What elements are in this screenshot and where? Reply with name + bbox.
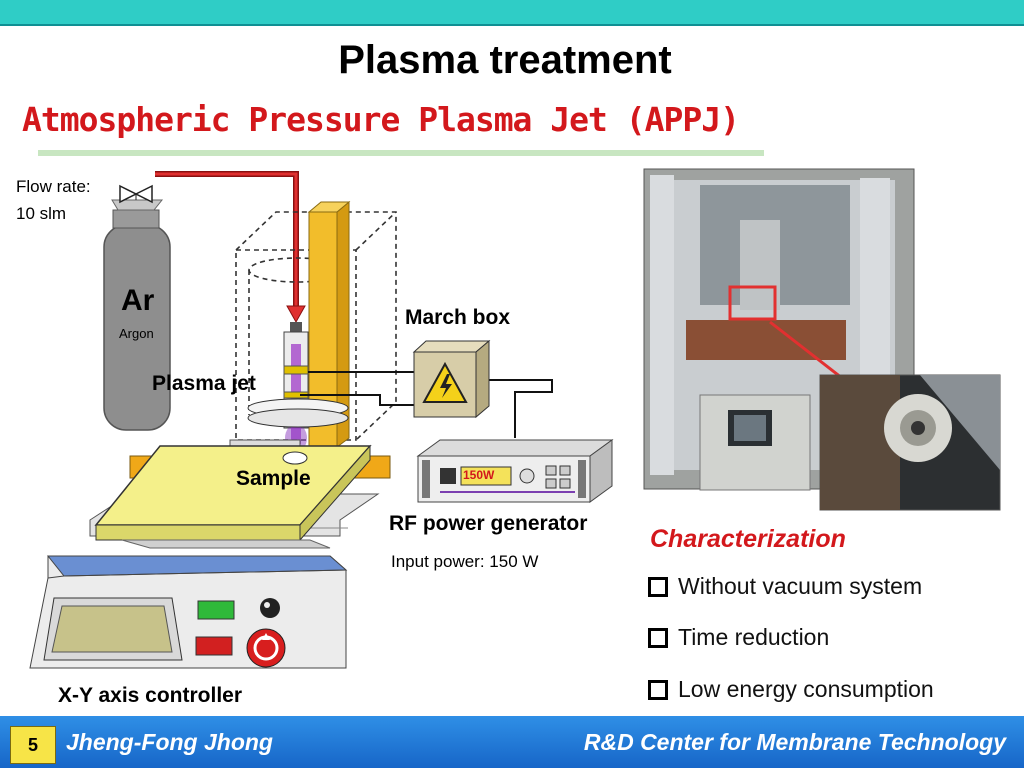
- characterization-item: Low energy consumption: [648, 676, 934, 703]
- slide-subtitle: Atmospheric Pressure Plasma Jet (APPJ): [22, 100, 740, 139]
- characterization-text: Low energy consumption: [678, 676, 934, 702]
- gas-symbol-label: Ar: [121, 284, 155, 317]
- characterization-item: Without vacuum system: [648, 573, 922, 600]
- gas-name-label: Argon: [119, 326, 154, 341]
- wiring: [300, 371, 553, 438]
- high-voltage-warning-icon: [422, 361, 468, 403]
- march-box-label: March box: [405, 306, 511, 329]
- plasma-jet-label: Plasma jet: [152, 372, 256, 395]
- rf-generator-graphic: [416, 439, 614, 503]
- slide-title: Plasma treatment: [338, 38, 672, 82]
- characterization-text: Time reduction: [678, 624, 830, 650]
- input-power-label: Input power: 150 W: [391, 552, 539, 571]
- footer-bar: [0, 716, 1024, 768]
- controller-label: X-Y axis controller: [58, 684, 243, 707]
- flow-rate-line2: 10 slm: [16, 204, 67, 223]
- page-number: 5: [10, 726, 56, 764]
- sample-label: Sample: [236, 467, 311, 490]
- footer-author: Jheng-Fong Jhong: [66, 729, 273, 755]
- characterization-heading: Characterization: [650, 525, 846, 553]
- checkbox-bullet-icon: [648, 627, 668, 648]
- xy-stage: [89, 439, 391, 549]
- gas-line: [155, 171, 306, 324]
- emergency-stop-icon: [246, 628, 286, 668]
- top-divider: [0, 24, 1024, 26]
- characterization-text: Without vacuum system: [678, 573, 923, 599]
- characterization-item: Time reduction: [648, 624, 829, 651]
- argon-cylinder: [103, 199, 171, 431]
- checkbox-bullet-icon: [648, 576, 668, 597]
- rf-generator-label: RF power generator: [389, 512, 588, 535]
- generator-display: 150W: [463, 468, 495, 482]
- flow-rate-line1: Flow rate:: [16, 177, 91, 196]
- flow-rate-label: Flow rate: 10 slm: [16, 173, 91, 227]
- subtitle-underline: [38, 150, 764, 156]
- valve-icon: [119, 184, 153, 204]
- checkbox-bullet-icon: [648, 679, 668, 700]
- top-band: [0, 0, 1024, 24]
- footer-organization: R&D Center for Membrane Technology: [583, 729, 1006, 755]
